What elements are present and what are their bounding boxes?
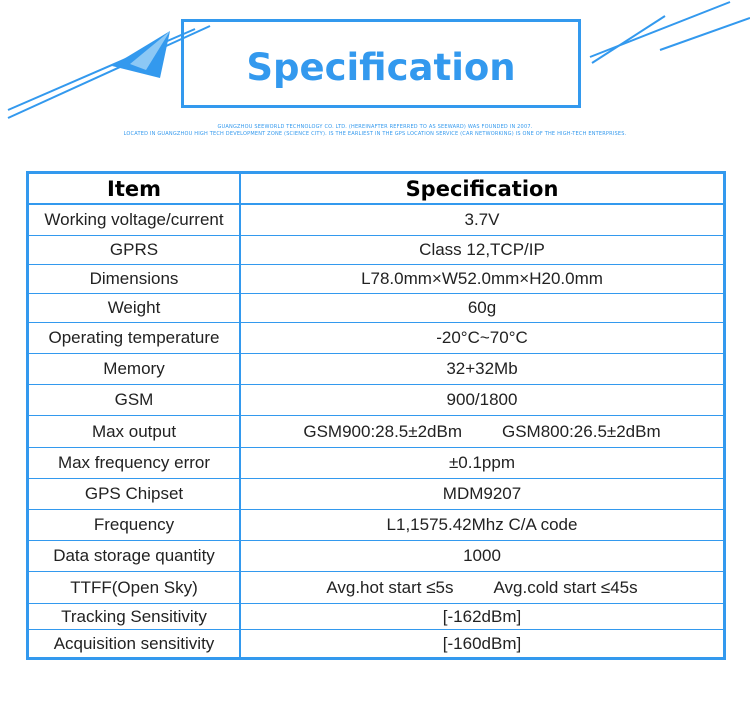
row-spec: [-162dBm] xyxy=(442,606,522,626)
title-backdrop xyxy=(230,42,530,94)
intro-text-line1: GUANGZHOU SEEWORLD TECHNOLOGY CO. LTD. (… xyxy=(217,124,533,130)
row-divider xyxy=(29,478,723,479)
row-spec-secondary: Avg.cold start ≤45s xyxy=(493,577,638,597)
row-divider xyxy=(29,322,723,323)
row-item: Max output xyxy=(91,421,177,441)
row-divider xyxy=(29,509,723,510)
table-row: Max frequency error ±0.1ppm xyxy=(29,448,723,478)
row-divider xyxy=(29,629,723,630)
header-frame xyxy=(181,19,581,108)
row-spec: Class 12,TCP/IP xyxy=(419,240,545,259)
row-divider xyxy=(29,293,723,294)
row-spec-group: GSM900:28.5±2dBm GSM800:26.5±2dBm xyxy=(241,416,723,447)
deco-line xyxy=(589,1,731,58)
row-divider xyxy=(29,540,723,541)
table-row: Frequency L1,1575.42Mhz C/A code xyxy=(29,510,723,540)
row-item: Dimensions xyxy=(89,269,179,288)
row-divider xyxy=(29,235,723,236)
row-item: Working voltage/current xyxy=(44,210,224,229)
row-item: TTFF(Open Sky) xyxy=(70,577,198,597)
row-spec: 60g xyxy=(467,298,497,317)
row-spec: 1000 xyxy=(463,546,501,565)
page-title: Specification xyxy=(246,46,516,89)
table-row: Tracking Sensitivity [-162dBm] xyxy=(29,604,723,629)
table-row: Data storage quantity 1000 xyxy=(29,541,723,571)
intro-text-line2: LOCATED IN GUANGZHOU HIGH TECH DEVELOPME… xyxy=(123,131,627,137)
row-divider xyxy=(29,264,723,265)
row-spec: [-160dBm] xyxy=(442,633,522,653)
row-divider xyxy=(29,415,723,416)
header-decoration xyxy=(7,1,750,119)
row-item: Data storage quantity xyxy=(53,546,215,565)
table-row: Dimensions L78.0mm×W52.0mm×H20.0mm xyxy=(29,265,723,293)
header-divider xyxy=(29,203,723,205)
table-row: Working voltage/current 3.7V xyxy=(29,205,723,235)
deco-line xyxy=(7,25,211,119)
table-row: GSM 900/1800 xyxy=(29,385,723,415)
row-item: GPS Chipset xyxy=(84,484,184,503)
row-spec: 32+32Mb xyxy=(446,359,518,378)
table-row: GPS Chipset MDM9207 xyxy=(29,479,723,509)
table-header-row: Item Specification xyxy=(29,174,723,203)
row-spec: -20°C~70°C xyxy=(436,328,528,347)
row-item: Max frequency error xyxy=(57,453,211,472)
row-spec: MDM9207 xyxy=(442,484,522,503)
deco-line xyxy=(659,17,750,51)
table-row: Acquisition sensitivity [-160dBm] xyxy=(29,630,723,657)
table-row: GPRS Class 12,TCP/IP xyxy=(29,236,723,264)
row-spec: 3.7V xyxy=(464,210,500,229)
row-item: Operating temperature xyxy=(48,328,220,347)
row-spec-group: Avg.hot start ≤5s Avg.cold start ≤45s xyxy=(241,572,723,603)
row-spec-secondary: GSM800:26.5±2dBm xyxy=(502,421,661,441)
row-divider xyxy=(29,571,723,572)
row-item: GPRS xyxy=(109,240,159,259)
spec-table: Item Specification Working voltage/curre… xyxy=(26,171,726,660)
header-item: Item xyxy=(107,176,161,201)
table-row: Operating temperature -20°C~70°C xyxy=(29,323,723,353)
row-divider xyxy=(29,384,723,385)
row-divider xyxy=(29,447,723,448)
row-item: Frequency xyxy=(93,515,175,534)
row-spec: L1,1575.42Mhz C/A code xyxy=(386,515,578,534)
row-spec: 900/1800 xyxy=(446,390,518,409)
header-spec: Specification xyxy=(405,176,559,201)
row-spec: Avg.hot start ≤5s xyxy=(326,577,454,597)
row-divider xyxy=(29,353,723,354)
row-item: Memory xyxy=(103,359,165,378)
row-item: Acquisition sensitivity xyxy=(53,633,215,653)
row-spec: L78.0mm×W52.0mm×H20.0mm xyxy=(361,269,603,288)
paper-plane-icon xyxy=(112,31,170,78)
table-row: Max output GSM900:28.5±2dBm GSM800:26.5±… xyxy=(29,416,723,447)
row-spec: GSM900:28.5±2dBm xyxy=(303,421,462,441)
row-item: Tracking Sensitivity xyxy=(61,606,207,626)
deco-line xyxy=(591,15,666,64)
table-row: Weight 60g xyxy=(29,294,723,322)
row-item: GSM xyxy=(114,390,154,409)
table-row: TTFF(Open Sky) Avg.hot start ≤5s Avg.col… xyxy=(29,572,723,603)
table-row: Memory 32+32Mb xyxy=(29,354,723,384)
row-item: Weight xyxy=(107,298,161,317)
row-spec: ±0.1ppm xyxy=(448,453,516,472)
row-divider xyxy=(29,603,723,604)
